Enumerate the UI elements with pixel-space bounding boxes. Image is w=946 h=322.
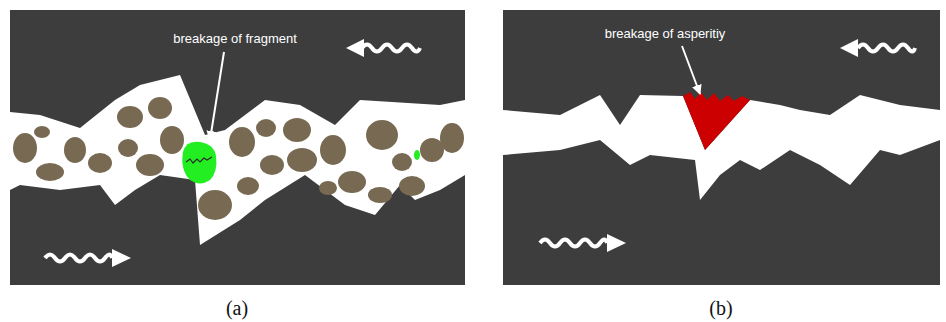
rock-panel [10, 10, 465, 285]
fragments [13, 97, 464, 220]
crack-line [186, 157, 212, 163]
leader-arrow [210, 52, 224, 140]
motion-arrow [362, 45, 420, 52]
fracture-gap [10, 75, 465, 245]
motion-arrow [858, 45, 915, 52]
motion-arrow-head [112, 249, 131, 267]
panel-label: (b) [709, 297, 732, 320]
leader-arrow [682, 46, 700, 94]
broken-fragment [414, 150, 420, 160]
broken-asperity [683, 92, 750, 150]
motion-arrow [45, 255, 112, 262]
callout-label: breakage of fragment [173, 31, 297, 46]
callout-label: breakage of asperitiy [605, 26, 726, 41]
rock-panel [503, 10, 940, 285]
motion-arrow [540, 240, 607, 247]
motion-arrow-head [840, 39, 858, 57]
panel-label: (a) [226, 297, 248, 320]
broken-fragment [182, 142, 216, 184]
motion-arrow-head [346, 39, 364, 57]
motion-arrow-head [607, 234, 626, 252]
